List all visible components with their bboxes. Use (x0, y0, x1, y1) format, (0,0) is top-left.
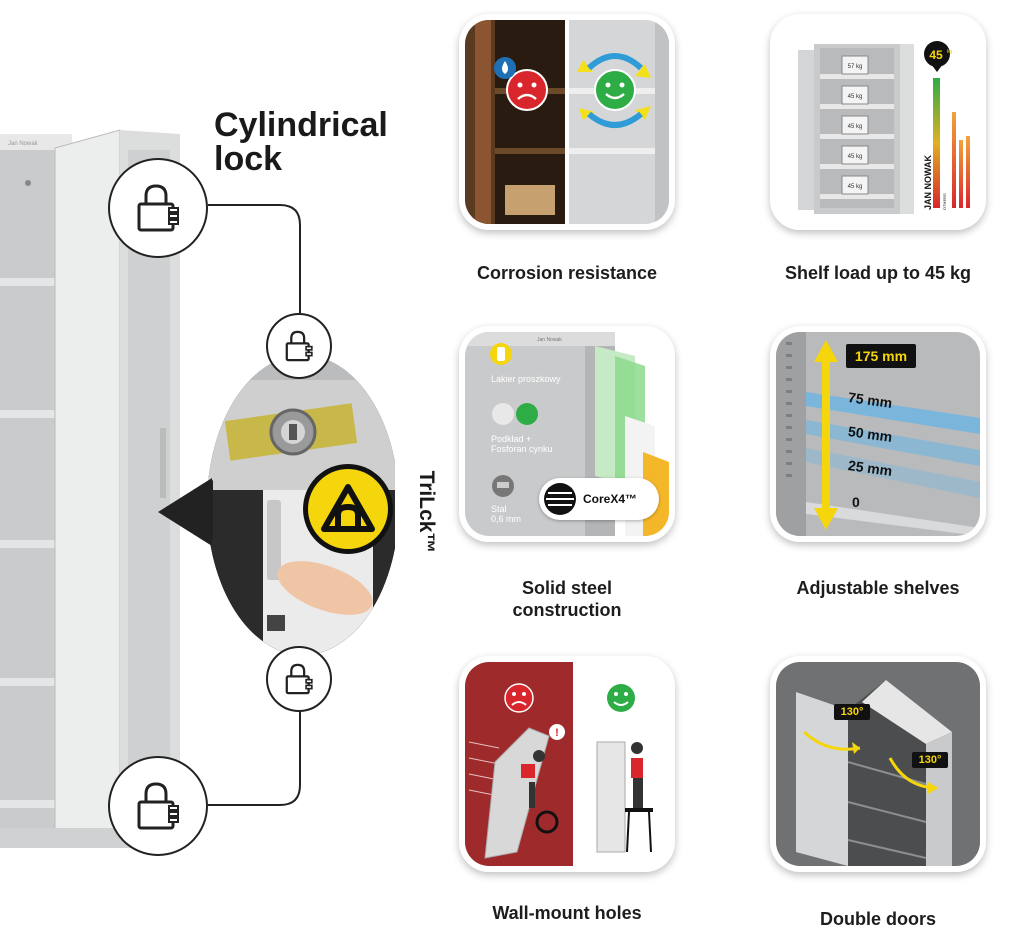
connector-lines (208, 204, 301, 806)
door-angle-left: 130° (840, 706, 864, 718)
lock-icon-small-top (266, 313, 332, 379)
caption-construction: Solid steel construction (449, 577, 685, 621)
caption-shelf-load: Shelf load up to 45 kg (784, 263, 972, 283)
tile-wall-mount: ! (459, 656, 675, 872)
lock-detail-pointer (158, 478, 212, 546)
lock-icon-circle-top (108, 158, 208, 258)
caption-construction-line1: Solid steel (521, 578, 613, 598)
svg-text:Jan Nowak: Jan Nowak (8, 141, 39, 147)
weight-label: 45 kg (848, 154, 863, 160)
weight-label: 45 kg (848, 184, 863, 190)
tile-corrosion (459, 14, 675, 230)
trilock-label: TriLck™ (415, 470, 438, 554)
tile-construction: Jan Nowak Lakier proszkowy Podkład + Fos… (459, 326, 675, 542)
padlock-icon (137, 184, 179, 232)
padlock-icon (285, 330, 313, 362)
weight-label: 45 kg (848, 94, 863, 100)
headline: Cylindrical lock (214, 108, 388, 176)
layer-paint: Lakier proszkowy (491, 374, 561, 384)
caption-construction-line2: construction (512, 600, 622, 620)
trilock-icon (321, 484, 375, 532)
tile-double-doors: 130° 130° (770, 656, 986, 872)
caption-wall-mount: Wall-mount holes (492, 903, 642, 923)
lock-icon-small-bottom (266, 646, 332, 712)
load-badge-unit: kg (947, 49, 953, 55)
door-angle-right: 130° (918, 754, 942, 766)
layer-primer: Podkład + Fosforan cynku (491, 434, 553, 454)
headline-line1: Cylindrical (214, 106, 388, 144)
layer-primer-line1: Podkład + (491, 434, 532, 444)
tile-adjustable-shelves: 175 mm 75 mm 50 mm 25 mm 0 (770, 326, 986, 542)
others-label: OTHERS (942, 193, 947, 210)
height-label-0: 0 (852, 494, 860, 510)
corex-icon (544, 483, 576, 515)
height-label-175: 175 mm (854, 348, 908, 364)
lock-icon-circle-bottom (108, 756, 208, 856)
caption-corrosion: Corrosion resistance (476, 263, 658, 283)
layer-steel-line2: 0,6 mm (491, 514, 522, 524)
tile-shelf-load: 57 kg 45 kg 45 kg 45 kg 45 kg 45 kg JAN … (770, 14, 986, 230)
caption-double-doors: Double doors (820, 909, 936, 929)
brand-mini: Jan Nowak (537, 337, 562, 343)
layer-steel-line1: Stal (491, 504, 507, 514)
weight-label: 45 kg (848, 124, 863, 130)
padlock-icon (137, 782, 179, 830)
brand-label: JAN NOWAK (923, 154, 933, 210)
layer-steel: Stal 0,6 mm (491, 504, 521, 524)
padlock-icon (285, 663, 313, 695)
layer-primer-line2: Fosforan cynku (491, 444, 553, 454)
cabinet-illustration: Jan Nowak (0, 128, 185, 848)
svg-text:!: ! (555, 727, 559, 739)
caption-adjustable-shelves: Adjustable shelves (796, 578, 960, 598)
weight-label: 57 kg (848, 64, 863, 70)
trilock-badge (303, 464, 393, 554)
corex-badge: CoreX4™ (539, 478, 659, 520)
headline-line2: lock (214, 140, 283, 178)
corex-label: CoreX4™ (583, 492, 638, 506)
load-badge-value: 45 (929, 48, 943, 62)
